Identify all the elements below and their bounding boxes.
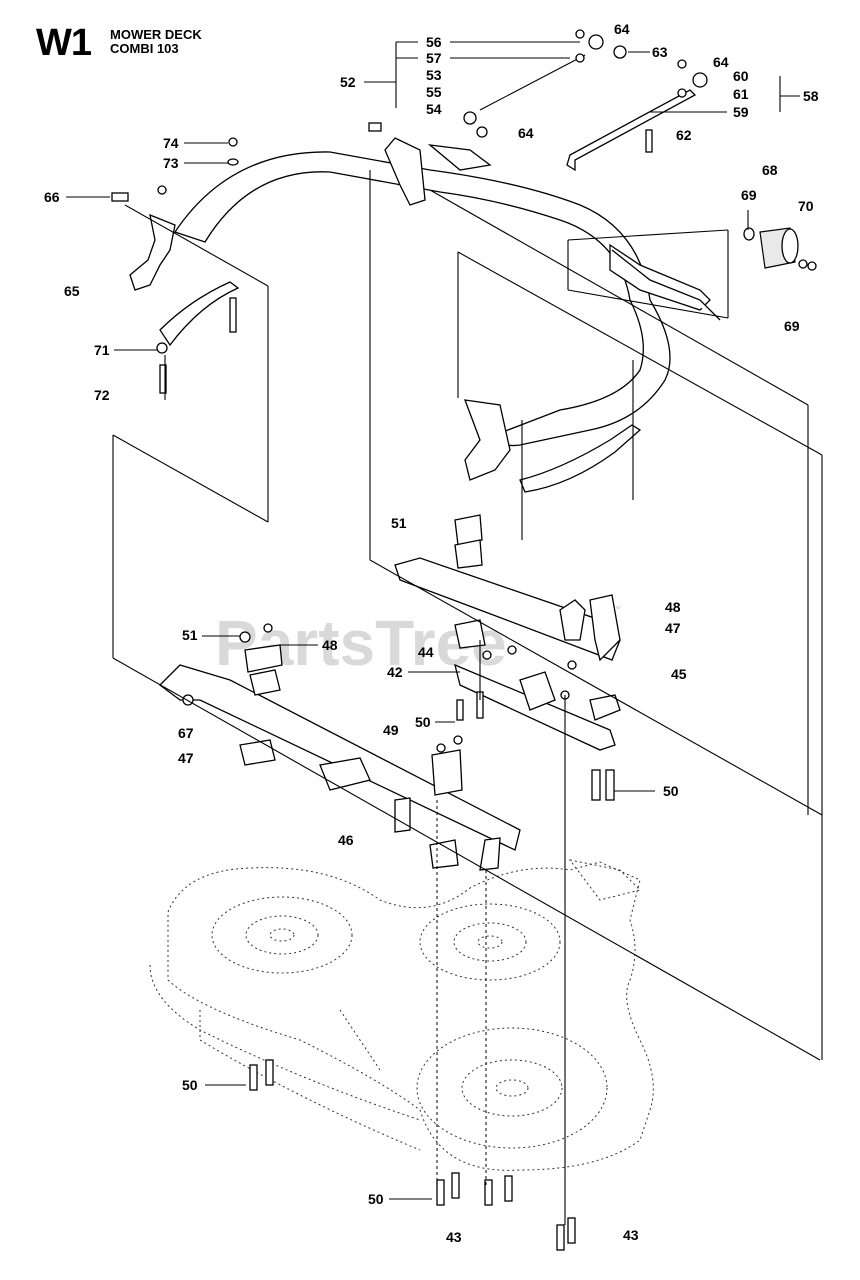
callout-72: 72 [94,387,110,403]
callout-63: 63 [652,44,668,60]
callout-66: 66 [44,189,60,205]
callout-43-a: 43 [446,1229,462,1245]
leader-lines [66,41,800,1200]
callout-50-d: 50 [368,1191,384,1207]
callout-47-b: 47 [178,750,194,766]
callout-56: 56 [426,34,442,50]
left-bracket-assembly [111,137,240,394]
callout-69-a: 69 [741,187,757,203]
callout-47-a: 47 [665,620,681,636]
callout-52: 52 [340,74,356,90]
watermark-tm: ™ [612,604,621,614]
gauge-roller [743,227,817,271]
title-line-2: COMBI 103 [110,41,179,56]
callout-55: 55 [426,84,442,100]
callout-70: 70 [798,198,814,214]
deck-hanger-bar [159,514,621,871]
callout-49: 49 [383,722,399,738]
part-callouts: 56 57 53 55 54 52 64 63 64 60 61 59 58 6… [44,21,819,1245]
callout-58: 58 [803,88,819,104]
lift-rod-assembly [368,29,708,172]
section-code: W1 [36,22,92,64]
callout-60: 60 [733,68,749,84]
callout-50-c: 50 [182,1077,198,1093]
callout-57: 57 [426,50,442,66]
title-line-1: MOWER DECK [110,27,202,42]
callout-43-b: 43 [623,1227,639,1243]
callout-48-b: 48 [665,599,681,615]
callout-50-a: 50 [415,714,431,730]
callout-69-b: 69 [784,318,800,334]
callout-61: 61 [733,86,749,102]
callout-50-b: 50 [663,783,679,799]
callout-64-c: 64 [518,125,534,141]
section-title: MOWER DECK COMBI 103 [110,28,202,56]
callout-42: 42 [387,664,403,680]
callout-68: 68 [762,162,778,178]
callout-71: 71 [94,342,110,358]
lift-frame-upper [173,137,721,493]
callout-67: 67 [178,725,194,741]
assembly-guide-lines [112,170,823,1225]
callout-64-b: 64 [713,54,729,70]
mower-deck-housing [149,859,654,1171]
callout-74: 74 [163,135,179,151]
callout-64-a: 64 [614,21,630,37]
callout-51-a: 51 [391,515,407,531]
deck-bolts [249,1059,576,1251]
callout-62: 62 [676,127,692,143]
callout-54: 54 [426,101,442,117]
callout-44: 44 [418,644,434,660]
callout-46: 46 [338,832,354,848]
callout-59: 59 [733,104,749,120]
callout-73: 73 [163,155,179,171]
callout-51-b: 51 [182,627,198,643]
callout-53: 53 [426,67,442,83]
callout-65: 65 [64,283,80,299]
callout-45: 45 [671,666,687,682]
callout-48-a: 48 [322,637,338,653]
